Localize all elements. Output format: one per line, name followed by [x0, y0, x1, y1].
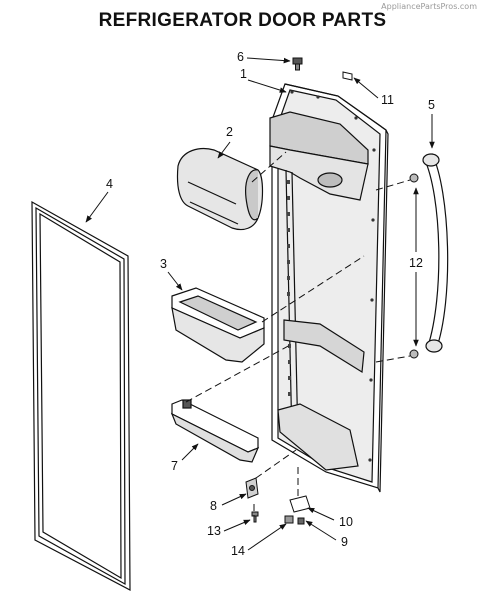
door-handle — [422, 153, 449, 353]
door-dots — [290, 90, 376, 462]
hinge-plate — [289, 495, 311, 513]
callout-10: 10 — [339, 515, 353, 529]
hinge-pin — [284, 515, 305, 525]
callout-9: 9 — [341, 535, 348, 549]
callout-3: 3 — [160, 257, 167, 271]
callout-2: 2 — [226, 125, 233, 139]
callout-14: 14 — [231, 544, 245, 558]
hinge-bracket — [245, 477, 259, 499]
top-screw — [292, 57, 303, 71]
door-assembly — [269, 83, 389, 493]
callout-13: 13 — [207, 524, 221, 538]
callout-4: 4 — [106, 177, 113, 191]
callout-6: 6 — [237, 50, 244, 64]
top-cap — [342, 71, 353, 81]
watermark: AppliancePartsPros.com — [381, 2, 477, 11]
dispenser-cover — [176, 147, 264, 231]
callout-5: 5 — [428, 98, 435, 112]
callout-12: 12 — [409, 256, 423, 270]
shelf-holes — [287, 180, 291, 396]
callout-11: 11 — [381, 93, 394, 107]
door-gasket — [31, 200, 131, 591]
callout-8: 8 — [210, 499, 217, 513]
diagram-title: REFRIGERATOR DOOR PARTS — [98, 10, 387, 31]
lower-shelf — [170, 399, 260, 463]
guide-lines — [185, 151, 411, 522]
leader-lines — [85, 57, 435, 551]
callout-7: 7 — [171, 459, 178, 473]
hinge-screw — [251, 511, 259, 523]
door-bin — [171, 287, 265, 363]
handle-studs — [409, 173, 419, 359]
callout-1: 1 — [240, 67, 247, 81]
